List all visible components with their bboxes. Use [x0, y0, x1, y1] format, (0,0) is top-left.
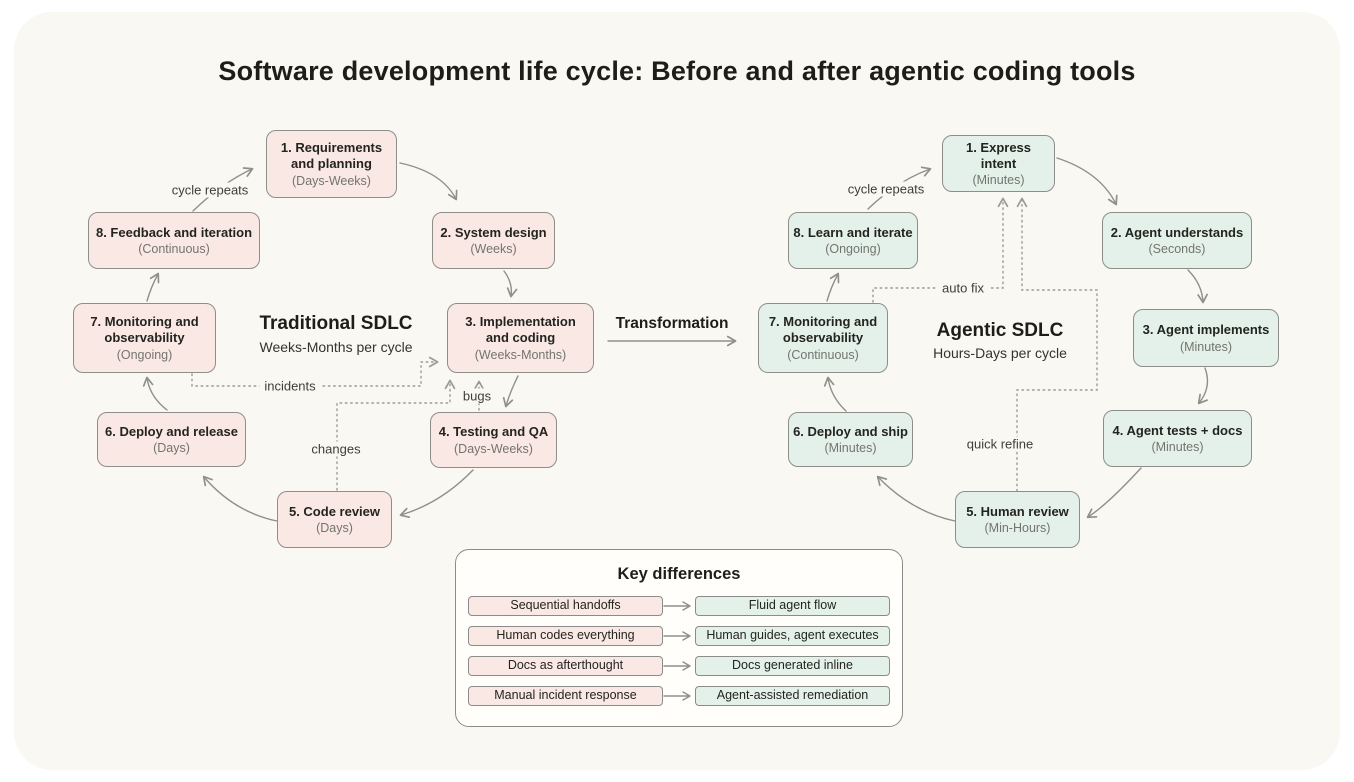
row-arrow-icon — [663, 691, 691, 701]
node-label: 3. Agent implements — [1142, 322, 1270, 338]
label-quick-refine: quick refine — [961, 436, 1039, 452]
before-item: Human codes everything — [468, 626, 663, 646]
node-agentic-express-intent: 1. Express intent (Minutes) — [942, 135, 1055, 192]
before-item: Manual incident response — [468, 686, 663, 706]
node-duration: (Ongoing) — [116, 347, 173, 362]
node-label: 7. Monitoring and observability — [90, 314, 199, 345]
node-label: 5. Code review — [288, 503, 381, 519]
node-traditional-testing: 4. Testing and QA (Days-Weeks) — [430, 412, 557, 468]
node-label: 1. Requirements and planning — [280, 140, 383, 171]
node-label: 3. Implementation and coding — [465, 314, 576, 345]
label-auto-fix: auto fix — [937, 280, 989, 296]
node-duration: (Minutes) — [1179, 339, 1233, 354]
node-traditional-deploy: 6. Deploy and release (Days) — [97, 412, 246, 467]
node-label: 1. Express intent — [965, 139, 1032, 171]
before-item: Docs as afterthought — [468, 656, 663, 676]
node-duration: (Minutes) — [824, 441, 877, 456]
node-duration: (Days) — [153, 441, 190, 456]
node-label: 6. Deploy and release — [105, 423, 238, 439]
node-label: 8. Learn and iterate — [793, 224, 913, 240]
node-agentic-human-review: 5. Human review (Min-Hours) — [955, 491, 1080, 548]
transformation-label: Transformation — [615, 315, 729, 332]
node-duration: (Continuous) — [787, 347, 859, 362]
node-duration: (Minutes) — [972, 173, 1025, 188]
after-item: Human guides, agent executes — [695, 626, 890, 646]
node-agentic-monitoring: 7. Monitoring and observability (Continu… — [758, 303, 888, 373]
node-traditional-code-review: 5. Code review (Days) — [277, 491, 392, 548]
node-label: 8. Feedback and iteration — [95, 224, 253, 240]
node-duration: (Min-Hours) — [984, 521, 1051, 536]
node-agentic-tests-docs: 4. Agent tests + docs (Minutes) — [1103, 410, 1252, 467]
node-label: 5. Human review — [966, 503, 1069, 519]
after-item: Docs generated inline — [695, 656, 890, 676]
node-label: 4. Agent tests + docs — [1112, 422, 1243, 438]
node-duration: (Days) — [316, 521, 353, 536]
page-title: Software development life cycle: Before … — [218, 56, 1136, 86]
node-label: 2. Agent understands — [1110, 224, 1244, 240]
node-label: 4. Testing and QA — [438, 424, 549, 440]
node-agentic-learn-iterate: 8. Learn and iterate (Ongoing) — [788, 212, 918, 269]
node-label: 2. System design — [440, 224, 547, 240]
node-traditional-feedback: 8. Feedback and iteration (Continuous) — [88, 212, 260, 269]
label-cycle-repeats-traditional: cycle repeats — [166, 182, 254, 198]
key-differences-row: Sequential handoffs Fluid agent flow — [456, 596, 902, 616]
node-duration: (Ongoing) — [825, 242, 881, 257]
key-differences-title: Key differences — [617, 565, 741, 583]
node-label: 6. Deploy and ship — [793, 423, 908, 439]
node-traditional-implementation: 3. Implementation and coding (Weeks-Mont… — [447, 303, 594, 373]
label-bugs: bugs — [457, 388, 497, 404]
node-duration: (Days-Weeks) — [454, 441, 533, 456]
node-agentic-deploy-ship: 6. Deploy and ship (Minutes) — [788, 412, 913, 467]
key-differences-row: Human codes everything Human guides, age… — [456, 626, 902, 646]
node-duration: (Seconds) — [1148, 242, 1206, 257]
node-duration: (Continuous) — [138, 242, 210, 257]
node-agentic-implements: 3. Agent implements (Minutes) — [1133, 309, 1279, 367]
row-arrow-icon — [663, 601, 691, 611]
node-duration: (Minutes) — [1151, 440, 1204, 455]
after-item: Fluid agent flow — [695, 596, 890, 616]
before-item: Sequential handoffs — [468, 596, 663, 616]
node-label: 7. Monitoring and observability — [768, 314, 878, 345]
after-item: Agent-assisted remediation — [695, 686, 890, 706]
node-agentic-understands: 2. Agent understands (Seconds) — [1102, 212, 1252, 269]
node-duration: (Days-Weeks) — [292, 173, 371, 188]
key-differences-row: Docs as afterthought Docs generated inli… — [456, 656, 902, 676]
label-incidents: incidents — [259, 378, 321, 394]
row-arrow-icon — [663, 631, 691, 641]
traditional-heading: Traditional SDLC — [259, 313, 413, 334]
label-cycle-repeats-agentic: cycle repeats — [842, 181, 930, 197]
node-traditional-monitoring: 7. Monitoring and observability (Ongoing… — [73, 303, 216, 373]
label-changes: changes — [306, 441, 366, 457]
agentic-heading: Agentic SDLC — [936, 320, 1064, 341]
row-arrow-icon — [663, 661, 691, 671]
key-differences-panel: Key differences Sequential handoffs Flui… — [455, 549, 903, 727]
agentic-subheading: Hours-Days per cycle — [933, 345, 1067, 361]
node-duration: (Weeks-Months) — [474, 347, 567, 362]
traditional-subheading: Weeks-Months per cycle — [259, 339, 413, 355]
node-traditional-requirements: 1. Requirements and planning (Days-Weeks… — [266, 130, 397, 198]
node-duration: (Weeks) — [470, 242, 517, 257]
node-traditional-system-design: 2. System design (Weeks) — [432, 212, 555, 269]
key-differences-row: Manual incident response Agent-assisted … — [456, 686, 902, 706]
